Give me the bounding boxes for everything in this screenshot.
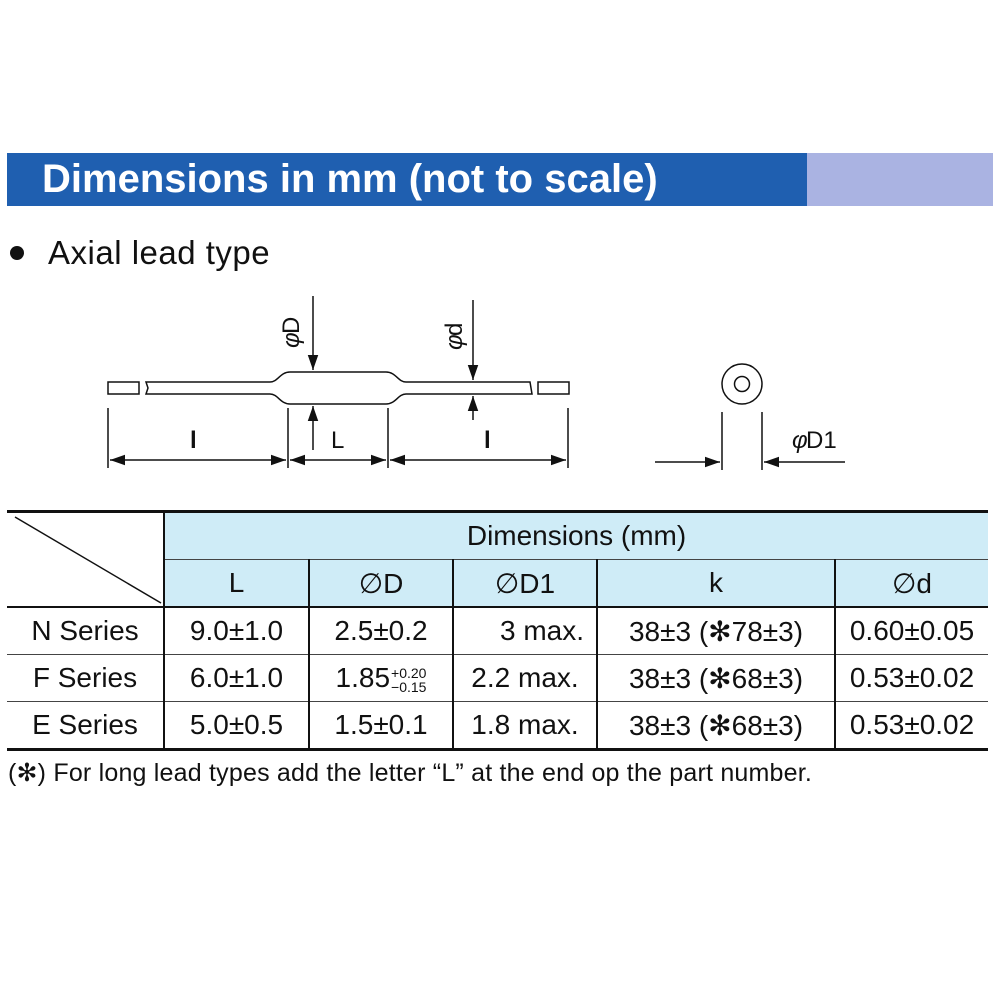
svg-text:φ: φ bbox=[792, 427, 808, 454]
cell-D: 2.5±0.2 bbox=[308, 607, 453, 655]
cell-D: 1.85+0.20−0.15 bbox=[308, 654, 453, 702]
cell-k: 38±3 (✻78±3) bbox=[596, 607, 835, 655]
component-body bbox=[144, 371, 533, 405]
cell-k: 38±3 (✻68±3) bbox=[596, 654, 835, 702]
label-body-diameter: D bbox=[278, 317, 305, 334]
svg-text:φ: φ bbox=[278, 332, 305, 348]
end-view-outer bbox=[721, 363, 763, 405]
label-lead-right: l bbox=[484, 427, 491, 454]
section-heading: Axial lead type bbox=[8, 230, 270, 276]
table-row: N Series 9.0±1.0 2.5±0.2 3 max. 38±3 (✻7… bbox=[7, 607, 989, 655]
lead-stub-left bbox=[107, 381, 140, 395]
row-series: N Series bbox=[7, 607, 164, 655]
tolerance-stack: +0.20−0.15 bbox=[391, 664, 427, 695]
cell-d: 0.53±0.02 bbox=[833, 701, 989, 751]
end-view-inner bbox=[733, 375, 751, 393]
bullet-icon bbox=[10, 246, 24, 260]
cell-L: 6.0±1.0 bbox=[163, 654, 309, 702]
cell-k: 38±3 (✻68±3) bbox=[596, 701, 835, 751]
cell-D1: 1.8 max. bbox=[452, 701, 597, 751]
column-header-D1: ∅D1 bbox=[452, 559, 597, 608]
svg-text:φ: φ bbox=[441, 334, 468, 350]
banner-title: Dimensions in mm (not to scale) bbox=[7, 153, 807, 206]
lead-stub-right bbox=[537, 381, 570, 395]
dimensions-table: Dimensions (mm) L ∅D ∅D1 k ∅d N Series 9… bbox=[7, 510, 989, 751]
table-row: E Series 5.0±0.5 1.5±0.1 1.8 max. 38±3 (… bbox=[7, 701, 989, 751]
table-row: F Series 6.0±1.0 1.85+0.20−0.15 2.2 max.… bbox=[7, 654, 989, 702]
column-header-d: ∅d bbox=[833, 559, 989, 608]
section-title: Axial lead type bbox=[48, 234, 271, 271]
cell-d: 0.53±0.02 bbox=[833, 654, 989, 702]
cell-D1: 3 max. bbox=[452, 607, 597, 655]
label-body-length: L bbox=[331, 427, 344, 454]
table-group-header: Dimensions (mm) bbox=[162, 510, 989, 560]
section-banner: Dimensions in mm (not to scale) bbox=[7, 153, 993, 206]
table-corner-cell bbox=[7, 510, 164, 608]
row-series: E Series bbox=[7, 701, 164, 751]
cell-d: 0.60±0.05 bbox=[833, 607, 989, 655]
cell-L: 9.0±1.0 bbox=[163, 607, 309, 655]
column-header-L: L bbox=[163, 559, 309, 608]
row-series: F Series bbox=[7, 654, 164, 702]
column-header-D: ∅D bbox=[308, 559, 453, 608]
label-end-diameter: D1 bbox=[806, 427, 837, 454]
dimension-diagram: l L l φ D φ d φ D1 bbox=[107, 296, 845, 470]
label-lead-diameter: d bbox=[441, 323, 468, 336]
cell-L: 5.0±0.5 bbox=[163, 701, 309, 751]
label-lead-left: l bbox=[190, 427, 197, 454]
column-header-k: k bbox=[596, 559, 835, 608]
footnote: (✻) For long lead types add the letter “… bbox=[8, 759, 813, 787]
cell-D1: 2.2 max. bbox=[452, 654, 597, 702]
cell-D: 1.5±0.1 bbox=[308, 701, 453, 751]
